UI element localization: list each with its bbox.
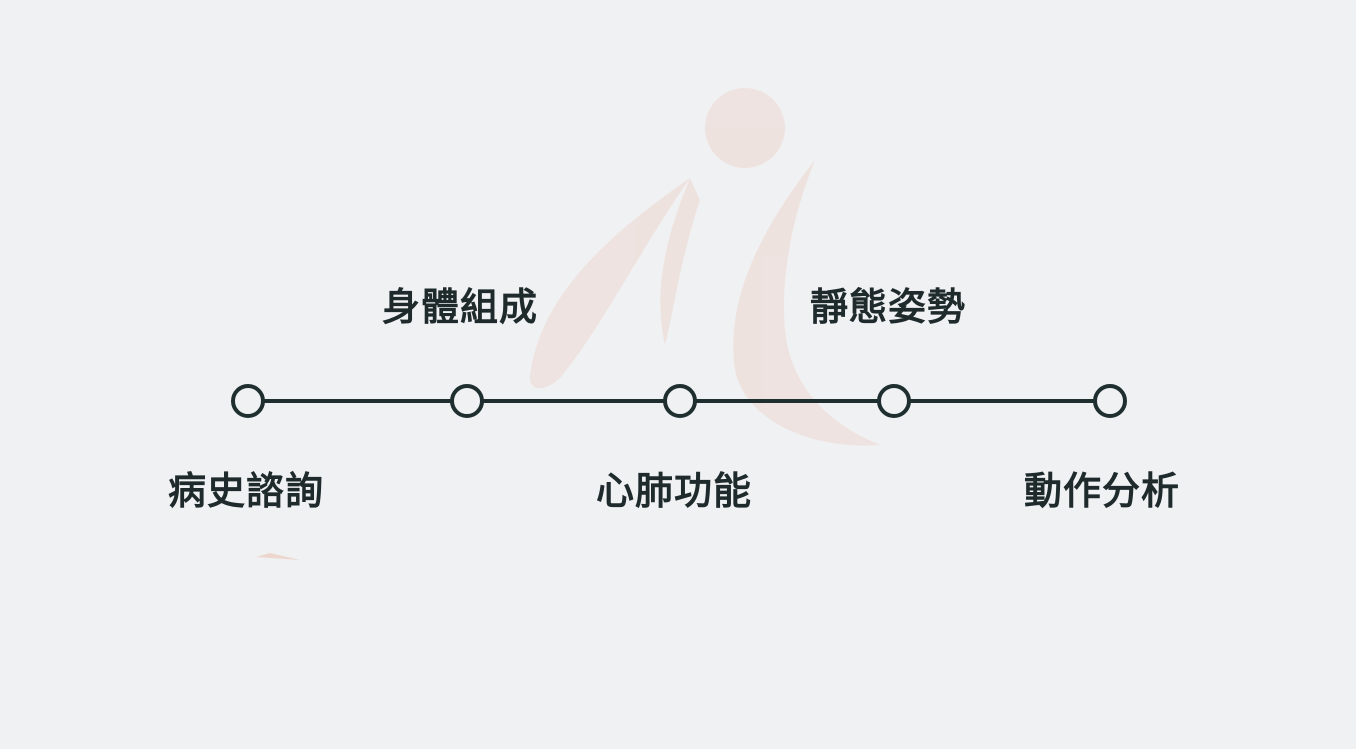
step-label-cardiopulmonary: 心肺功能	[595, 469, 752, 513]
step-label-movement-analysis: 動作分析	[1023, 469, 1180, 513]
step-label-static-posture: 靜態姿勢	[809, 285, 966, 329]
timeline-node-5	[1093, 384, 1127, 418]
timeline-node-4	[877, 384, 911, 418]
timeline-node-3	[663, 384, 697, 418]
step-label-body-composition: 身體組成	[381, 285, 538, 329]
timeline-node-2	[450, 384, 484, 418]
timeline-node-1	[231, 384, 265, 418]
step-label-medical-history: 病史諮詢	[167, 469, 324, 513]
